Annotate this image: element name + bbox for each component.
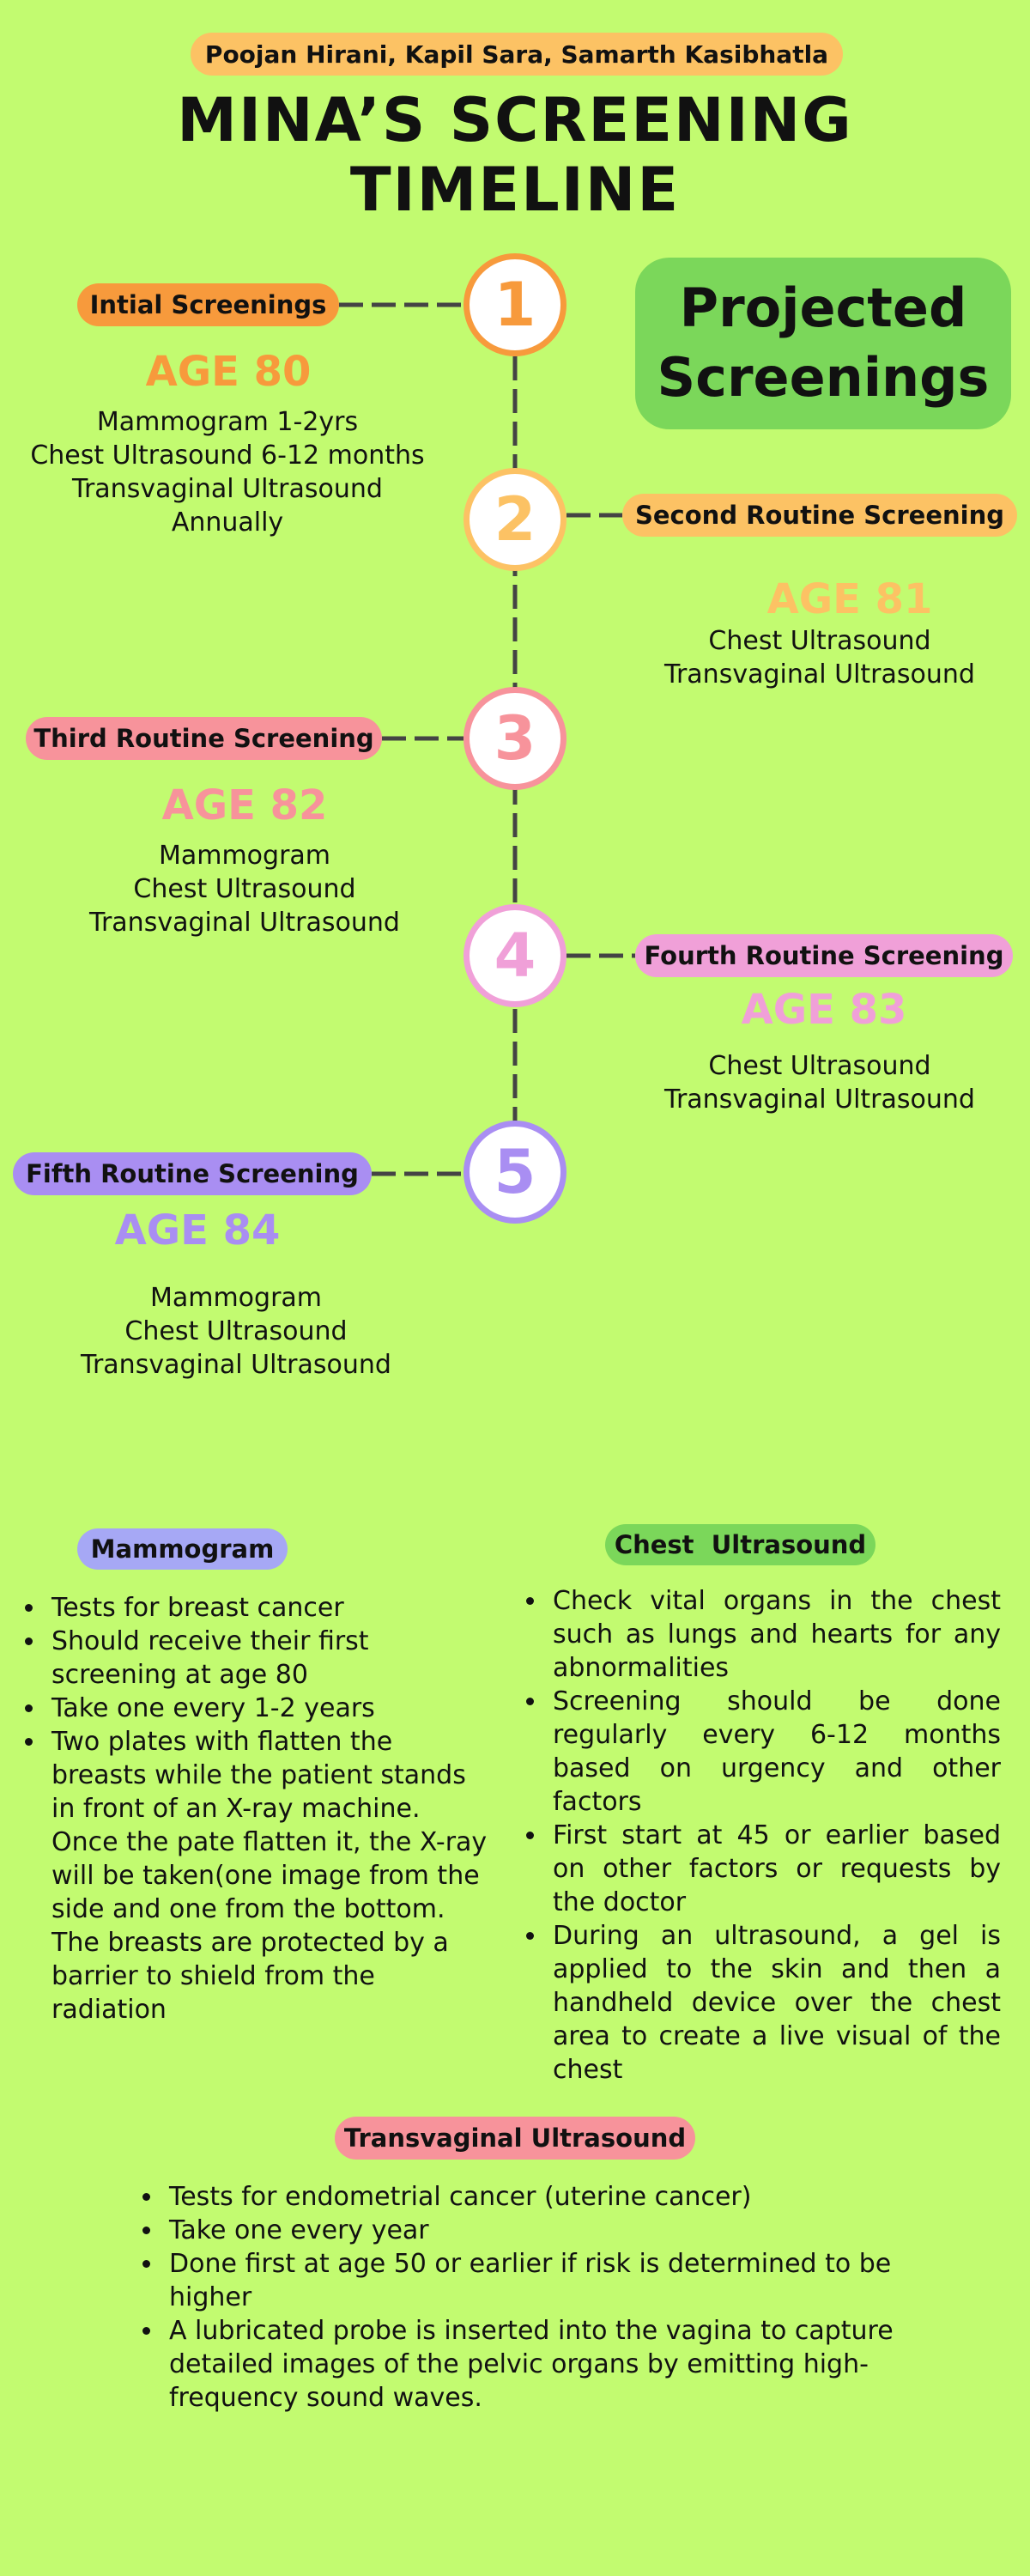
transvaginal-bullet: Tests for endometrial cancer (uterine ca…: [164, 2180, 919, 2214]
transvaginal-bullet: Take one every year: [164, 2214, 919, 2247]
chest-bullet: Screening should be done regularly every…: [548, 1685, 1001, 1819]
chest-ultrasound-label: Chest Ultrasound: [605, 1524, 876, 1565]
step-2-circle: 2: [464, 468, 566, 571]
step-5-item: Transvaginal Ultrasound: [81, 1350, 391, 1380]
chest-bullet: Check vital organs in the chest such as …: [548, 1584, 1001, 1685]
step-2-item: Transvaginal Ultrasound: [664, 659, 975, 690]
projected-line-2: Screenings: [657, 346, 990, 409]
transvaginal-bullets: Tests for endometrial cancer (uterine ca…: [133, 2180, 919, 2415]
step-5-item: Mammogram: [149, 1283, 323, 1313]
mammogram-bullet: Should receive their first screening at …: [46, 1625, 493, 1692]
title-line-2: TIMELINE: [349, 154, 681, 225]
transvaginal-bullet: Done first at age 50 or earlier if risk …: [164, 2247, 919, 2314]
step-1-age: AGE 80: [145, 348, 312, 396]
chest-ultrasound-bullets: Check vital organs in the chest such as …: [517, 1584, 1001, 2087]
chest-bullet: First start at 45 or earlier based on ot…: [548, 1819, 1001, 1919]
step-2-items: Chest Ultrasound Transvaginal Ultrasound: [609, 624, 1030, 691]
step-3-circle: 3: [464, 687, 566, 790]
step-1-items: Mammogram 1-2yrs Chest Ultrasound 6-12 m…: [0, 405, 455, 539]
chest-bullet: During an ultrasound, a gel is applied t…: [548, 1919, 1001, 2087]
step-4-circle: 4: [464, 904, 566, 1007]
authors-text: Poojan Hirani, Kapil Sara, Samarth Kasib…: [204, 39, 829, 69]
mammogram-bullet: Two plates with flatten the breasts whil…: [46, 1725, 493, 2026]
step-5-circle: 5: [464, 1121, 566, 1224]
step-4-label: Fourth Routine Screening: [635, 934, 1013, 977]
step-1-item: Annually: [171, 507, 284, 538]
title-line-1: MINA’S SCREENING: [177, 85, 853, 155]
step-4-item: Transvaginal Ultrasound: [664, 1084, 975, 1115]
step-5-label: Fifth Routine Screening: [13, 1152, 372, 1195]
authors-badge: Poojan Hirani, Kapil Sara, Samarth Kasib…: [191, 33, 843, 76]
step-3-item: Chest Ultrasound: [133, 874, 356, 904]
step-1-label: Intial Screenings: [77, 283, 339, 326]
step-1-item: Transvaginal Ultrasound: [72, 474, 383, 504]
step-1-item: Chest Ultrasound 6-12 months: [30, 440, 425, 471]
mammogram-bullet: Take one every 1-2 years: [46, 1692, 493, 1725]
step-3-label: Third Routine Screening: [26, 717, 382, 760]
mammogram-bullet: Tests for breast cancer: [46, 1591, 493, 1625]
projected-screenings-box: Projected Screenings: [635, 258, 1011, 429]
step-1-item: Mammogram 1-2yrs: [96, 407, 359, 437]
step-4-age: AGE 83: [741, 986, 907, 1034]
mammogram-bullets: Tests for breast cancer Should receive t…: [15, 1591, 493, 2026]
step-5-item: Chest Ultrasound: [124, 1316, 348, 1346]
page-title: MINA’S SCREENING TIMELINE: [0, 86, 1030, 224]
step-4-item: Chest Ultrasound: [708, 1051, 931, 1081]
transvaginal-ultrasound-label: Transvaginal Ultrasound: [335, 2117, 695, 2160]
step-3-item: Mammogram: [158, 841, 331, 871]
step-5-items: Mammogram Chest Ultrasound Transvaginal …: [34, 1281, 438, 1382]
step-4-items: Chest Ultrasound Transvaginal Ultrasound: [609, 1049, 1030, 1116]
step-5-age: AGE 84: [114, 1206, 281, 1255]
step-3-age: AGE 82: [161, 781, 328, 829]
projected-line-1: Projected: [679, 276, 967, 340]
step-1-circle: 1: [464, 253, 566, 356]
step-2-item: Chest Ultrasound: [708, 626, 931, 656]
step-3-item: Transvaginal Ultrasound: [89, 908, 400, 938]
transvaginal-bullet: A lubricated probe is inserted into the …: [164, 2314, 919, 2415]
step-3-items: Mammogram Chest Ultrasound Transvaginal …: [43, 839, 446, 939]
mammogram-label: Mammogram: [77, 1528, 288, 1570]
step-2-label: Second Routine Screening: [622, 494, 1017, 537]
step-2-age: AGE 81: [766, 575, 933, 623]
